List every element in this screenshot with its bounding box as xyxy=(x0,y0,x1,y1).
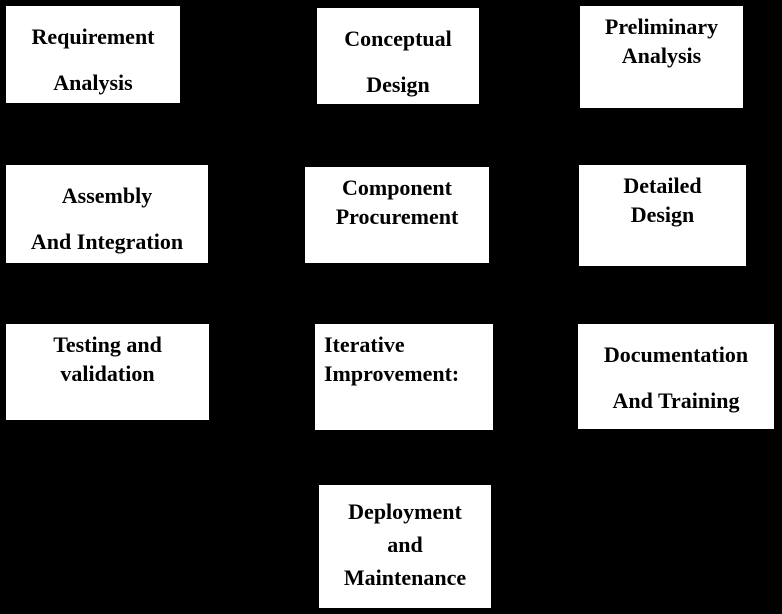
process-box-label-line: Conceptual xyxy=(344,26,452,51)
process-box-label-line: And Training xyxy=(612,388,740,414)
process-box-label-line: Improvement: xyxy=(324,361,460,387)
process-box-label-line: Maintenance xyxy=(343,565,467,590)
process-box-label-line: Iterative xyxy=(324,332,405,357)
process-box-label-line: Component xyxy=(341,175,452,200)
process-box-label-line: Requirement xyxy=(31,24,155,49)
process-box-label-line: Preliminary xyxy=(604,14,719,39)
process-box-label-line: Analysis xyxy=(621,43,702,69)
process-box-testing-and-validation: Testing and validation xyxy=(4,322,211,422)
process-box-label-line: Testing and xyxy=(53,332,162,357)
process-box-label-line: Procurement xyxy=(335,204,459,230)
process-box-label-line: Analysis xyxy=(53,70,133,96)
process-box-label-line: Assembly xyxy=(61,183,153,208)
process-box-label-line: Documentation xyxy=(603,342,749,367)
process-box-label-line: Design xyxy=(366,72,430,98)
process-box-label-line: And Integration xyxy=(30,229,184,255)
process-box-label-line: validation xyxy=(60,361,155,387)
process-box-label-line: Design xyxy=(630,202,695,228)
process-box-label-line: Deployment xyxy=(348,499,462,524)
process-box-label-line: and xyxy=(387,532,423,557)
process-box-label-line: Detailed xyxy=(623,173,702,198)
